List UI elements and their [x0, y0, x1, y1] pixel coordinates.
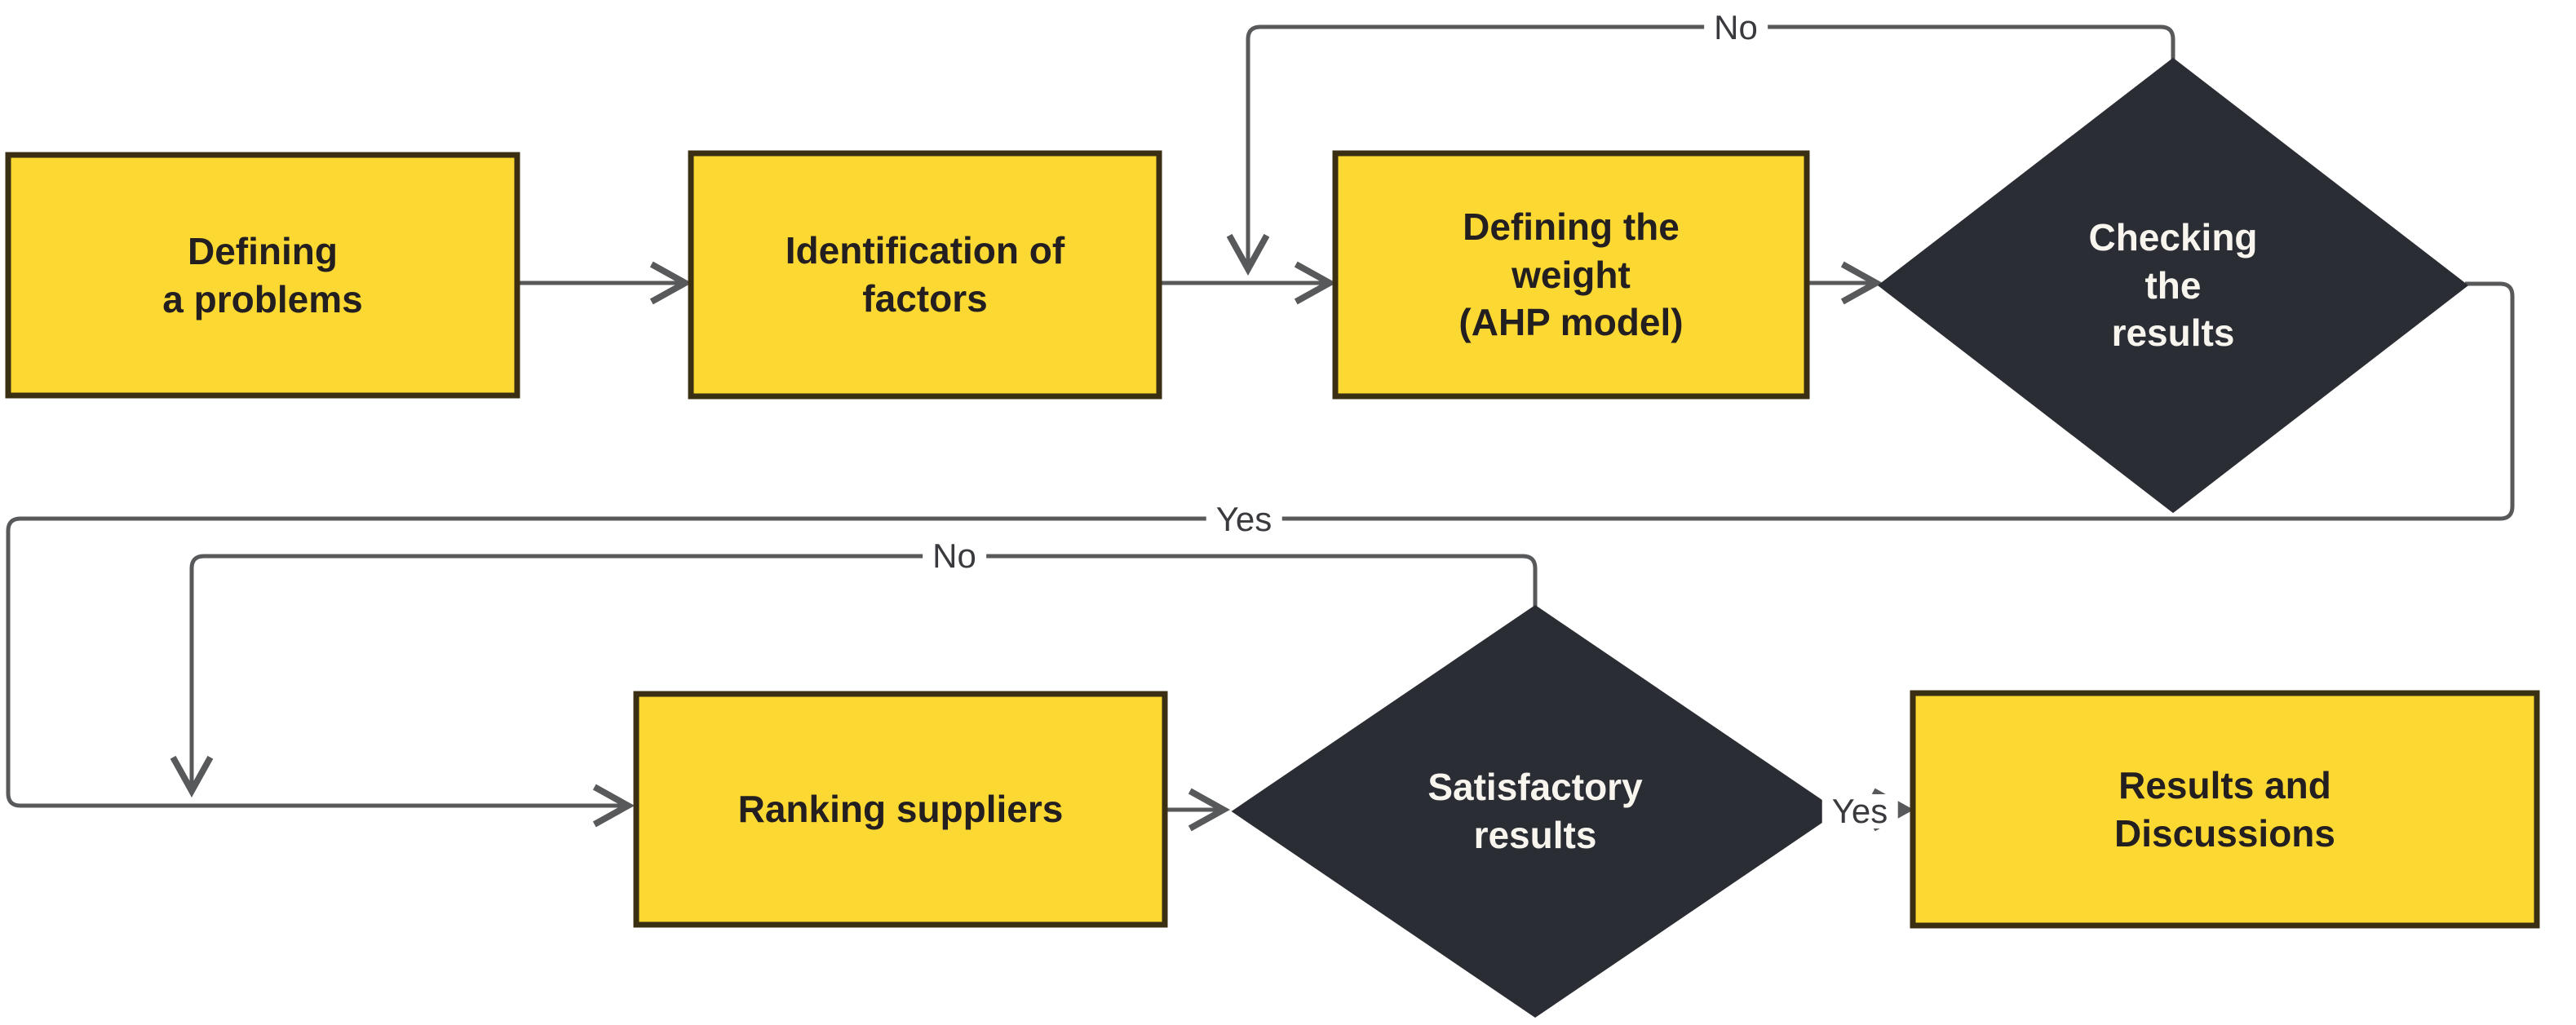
edge-label-no-bottom: No — [923, 539, 986, 573]
node-results-discussions[interactable] — [1910, 690, 2540, 929]
node-defining-weight[interactable] — [1332, 150, 1810, 400]
node-identify-factors[interactable] — [688, 150, 1162, 400]
decision-nodes — [1231, 57, 2469, 1018]
node-define-problem[interactable] — [5, 152, 520, 399]
edge-label-yes-return: Yes — [1206, 502, 1282, 537]
node-ranking-suppliers[interactable] — [633, 691, 1168, 928]
edge-label-yes-final: Yes — [1821, 794, 1898, 828]
process-nodes — [5, 150, 2540, 929]
node-checking-results[interactable] — [1877, 57, 2469, 514]
node-satisfactory-results[interactable] — [1231, 604, 1839, 1018]
edge-label-no-top: No — [1704, 11, 1768, 45]
edge-satisfactory-no-loop — [170, 554, 1538, 798]
